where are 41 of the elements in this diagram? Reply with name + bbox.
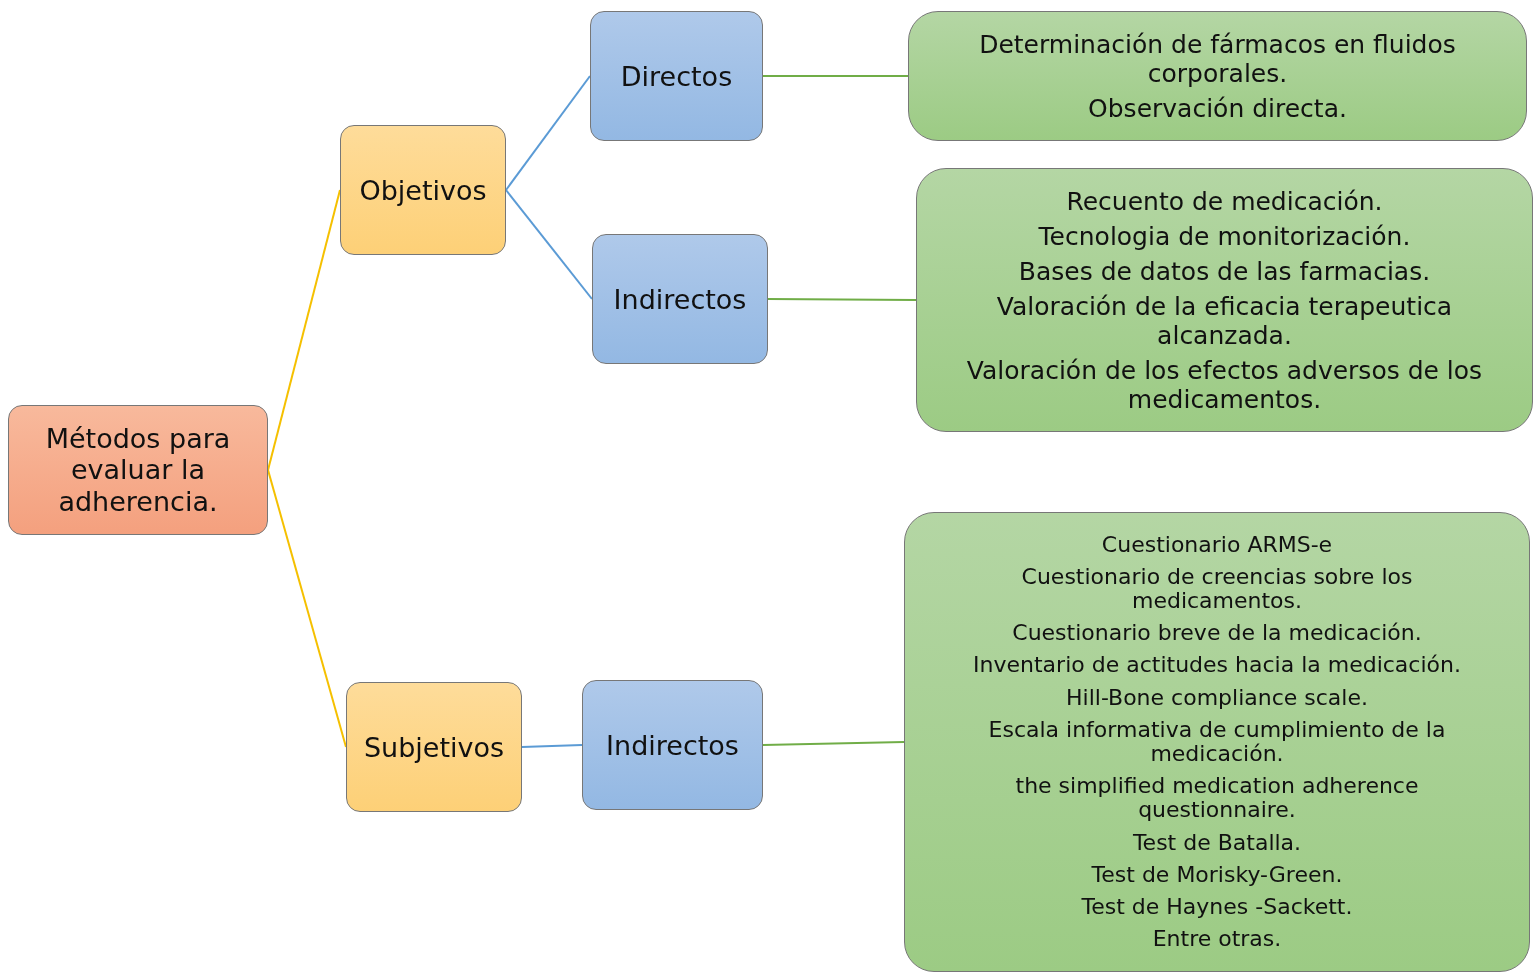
box-text: Métodos para evaluar la adherencia. [44,423,232,517]
method-type-box [582,680,763,810]
box-text: Cuestionario breve de la medicación. [1012,621,1422,646]
box-text: Indirectos [606,729,739,761]
box-text: Recuento de medicación. [1066,186,1383,216]
connector-line [505,75,591,191]
box-text: Determinación de fármacos en fluidos corporales. [978,29,1457,88]
box-text: Directos [620,60,733,92]
category-box [346,682,522,812]
connector-line [762,75,909,77]
connector-line [762,741,905,746]
box-text: Observación directa. [1088,93,1347,123]
box-text: Test de Haynes -Sackett. [1081,894,1353,920]
box-text: Subjetivos [363,731,505,763]
box-text: Test de Batalla. [1132,830,1302,855]
box-text: Hill-Bone compliance scale. [1066,685,1368,710]
method-type-box [590,11,763,141]
box-text: Objetivos [359,174,487,206]
box-text: Tecnologia de monitorización. [1038,221,1411,251]
category-box [340,125,506,255]
method-list-box [908,11,1527,141]
connector-line [267,189,341,471]
box-text: Indirectos [613,283,747,315]
box-text: Cuestionario de creencias sobre los medicamentos. [1020,564,1414,614]
box-text: Cuestionario ARMS-e [1101,532,1333,557]
box-text: Test de Morisky-Green. [1091,862,1343,887]
connector-line [521,744,583,748]
root-box [8,405,268,535]
box-text: Escala informativa de cumplimiento de la medicación. [987,717,1447,767]
connector-line [267,469,347,748]
box-text: Valoración de los efectos adversos de los medicamentos. [965,355,1484,414]
connector-line [767,298,917,301]
method-list-box [904,512,1530,972]
box-text: Inventario de actitudes hacia la medicación. [973,653,1461,678]
method-list-box [916,168,1533,432]
method-type-box [592,234,768,364]
connector-line [505,189,593,300]
box-text: Valoración de la eficacia terapeutica alcanzada. [995,291,1454,350]
box-text: Bases de datos de las farmacias. [1018,256,1431,286]
box-text: the simplified medication adherence questionnaire. [1014,774,1420,823]
box-text: Entre otras. [1152,927,1282,952]
